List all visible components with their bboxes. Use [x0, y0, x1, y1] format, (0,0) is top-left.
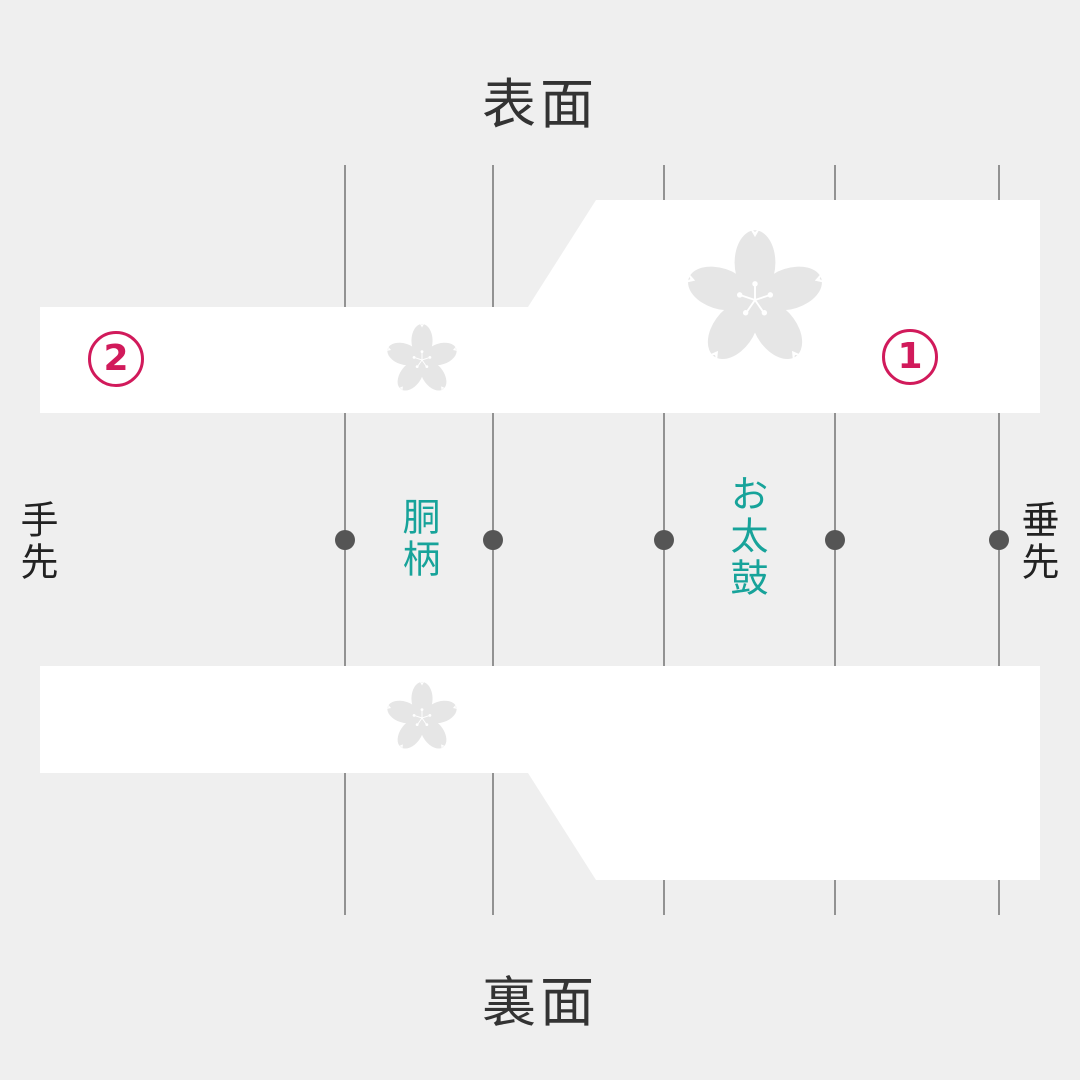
body-pattern-label: 胴柄: [396, 497, 440, 581]
boundary-dot: [335, 530, 355, 550]
belt-back-shape: [40, 666, 1040, 880]
boundary-dot: [483, 530, 503, 550]
step-badge-2: 2: [88, 331, 144, 387]
boundary-dot: [989, 530, 1009, 550]
tesaki-label: 手先: [14, 500, 58, 584]
front-side-title: 表面: [482, 73, 598, 136]
step-badge-1: 1: [882, 329, 938, 385]
taresaki-label: 垂先: [1015, 500, 1059, 584]
belt-front: [40, 200, 1040, 413]
boundary-dot: [654, 530, 674, 550]
boundary-dot: [825, 530, 845, 550]
belt-back: [40, 666, 1040, 880]
otaiko-label: お太鼓: [724, 474, 768, 600]
belt-front-shape: [40, 200, 1040, 413]
back-side-title: 裏面: [482, 971, 598, 1034]
boundary-dots: [335, 530, 1009, 550]
